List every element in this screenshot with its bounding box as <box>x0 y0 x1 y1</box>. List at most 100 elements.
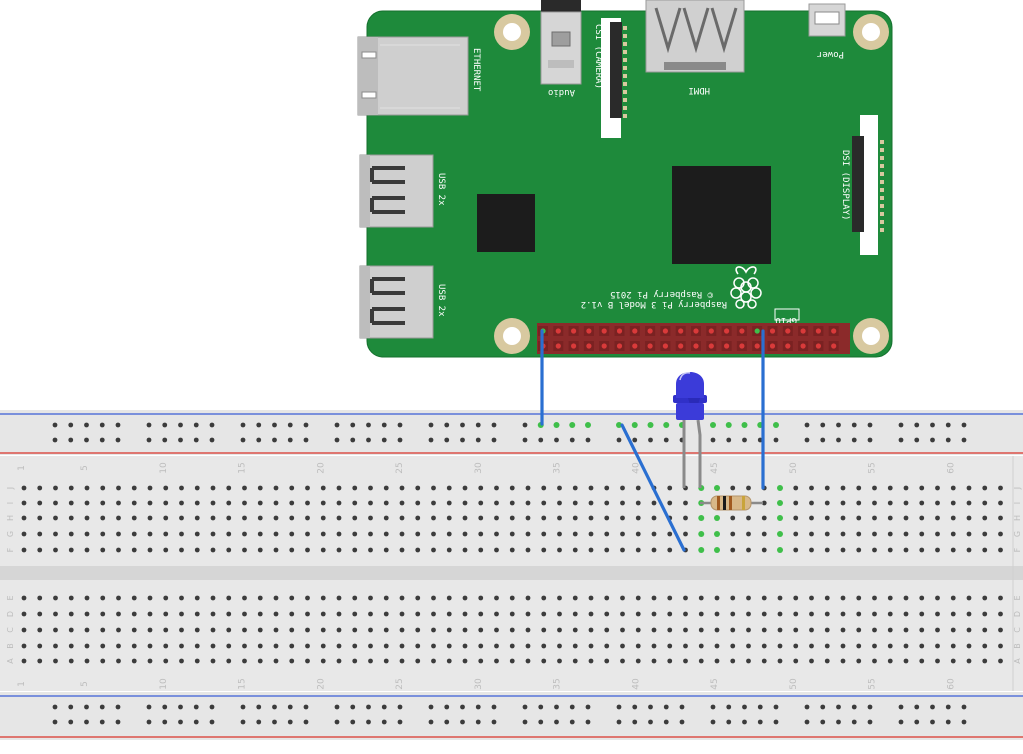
rail-hole <box>961 719 967 725</box>
breadboard-hole <box>478 547 484 553</box>
breadboard-hole <box>509 500 515 506</box>
rail-hole <box>710 704 716 710</box>
rail-hole <box>867 422 873 428</box>
breadboard-hole <box>903 611 909 617</box>
rail-hole <box>303 422 309 428</box>
rail-hole <box>146 437 152 443</box>
breadboard-hole <box>116 531 121 537</box>
breadboard-hole <box>809 547 814 553</box>
breadboard-hole <box>336 595 342 601</box>
breadboard-hole <box>777 627 783 633</box>
rail-hole <box>663 719 669 725</box>
rail-hole <box>381 437 387 443</box>
breadboard-hole <box>509 485 515 491</box>
breadboard-hole <box>777 643 783 649</box>
breadboard-hole <box>966 500 972 506</box>
usb-port-top <box>359 154 434 228</box>
rail-hole <box>648 437 653 443</box>
breadboard-hole <box>683 611 688 617</box>
breadboard-hole <box>462 515 468 521</box>
rail-hole <box>397 422 403 428</box>
breadboard-hole <box>147 658 153 664</box>
breadboard-hole <box>478 627 484 633</box>
breadboard-hole <box>525 485 531 491</box>
breadboard-hole <box>824 595 830 601</box>
breadboard-hole <box>966 531 972 537</box>
breadboard-hole <box>37 500 43 506</box>
breadboard-hole <box>572 531 578 537</box>
breadboard-hole <box>273 611 279 617</box>
breadboard-hole <box>840 611 846 617</box>
breadboard-hole <box>620 547 625 553</box>
rail-hole <box>914 422 920 428</box>
breadboard-hole <box>919 658 925 664</box>
column-number-bottom: 55 <box>868 678 878 689</box>
breadboard-hole <box>698 515 705 521</box>
rail-hole <box>522 422 528 428</box>
breadboard-hole <box>179 500 184 506</box>
breadboard-hole <box>809 595 814 601</box>
breadboard-hole <box>698 531 705 537</box>
rail-hole <box>554 719 559 725</box>
gpio-pin <box>632 328 638 334</box>
breadboard-hole <box>887 531 893 537</box>
breadboard-hole <box>998 485 1003 491</box>
breadboard-hole <box>289 627 295 633</box>
rail-hole <box>757 704 763 710</box>
rail-hole <box>773 704 779 710</box>
breadboard-hole <box>588 500 594 506</box>
gpio-pin <box>739 328 745 334</box>
rail-hole <box>444 422 450 428</box>
breadboard-hole <box>635 515 641 521</box>
breadboard-hole <box>903 547 909 553</box>
breadboard-hole <box>462 500 468 506</box>
breadboard-hole <box>620 658 625 664</box>
breadboard-hole <box>982 485 988 491</box>
breadboard-hole <box>415 531 421 537</box>
breadboard-hole <box>887 611 893 617</box>
breadboard-hole <box>966 485 972 491</box>
row-label-left: J <box>6 487 15 490</box>
breadboard-hole <box>667 595 673 601</box>
gpio-pin <box>647 328 653 334</box>
breadboard-hole <box>824 658 830 664</box>
breadboard-hole <box>698 611 704 617</box>
rail-hole <box>804 719 810 725</box>
breadboard-hole <box>667 485 673 491</box>
breadboard-hole <box>919 515 925 521</box>
breadboard-hole <box>919 643 925 649</box>
breadboard-hole <box>714 643 720 649</box>
breadboard-hole <box>572 643 578 649</box>
breadboard-hole <box>903 515 909 521</box>
breadboard-hole <box>226 500 232 506</box>
breadboard-hole <box>226 547 232 553</box>
rail-hole <box>99 422 105 428</box>
rail-hole <box>84 437 89 443</box>
hdmi-port <box>645 0 745 73</box>
breadboard-hole <box>415 658 421 664</box>
rail-hole <box>648 704 653 710</box>
gpio-pin <box>555 343 561 349</box>
breadboard-hole <box>446 515 452 521</box>
dsi-display-connector <box>852 115 884 255</box>
breadboard-hole <box>242 658 247 664</box>
breadboard-hole <box>572 611 578 617</box>
breadboard-hole <box>383 531 389 537</box>
breadboard-hole <box>509 658 515 664</box>
breadboard-hole <box>478 500 484 506</box>
breadboard-hole <box>242 515 247 521</box>
breadboard-hole <box>462 547 468 553</box>
breadboard-hole <box>53 485 58 491</box>
breadboard-hole <box>856 547 862 553</box>
breadboard-hole <box>368 531 373 537</box>
gpio-pin <box>724 343 730 349</box>
rail-hole <box>945 704 951 710</box>
breadboard-hole <box>37 595 43 601</box>
rail-hole <box>350 422 356 428</box>
rail-hole <box>522 719 528 725</box>
breadboard-hole <box>824 515 830 521</box>
breadboard-hole <box>935 611 940 617</box>
center-channel <box>0 566 1023 580</box>
breadboard-hole <box>179 658 184 664</box>
breadboard-hole <box>998 643 1003 649</box>
